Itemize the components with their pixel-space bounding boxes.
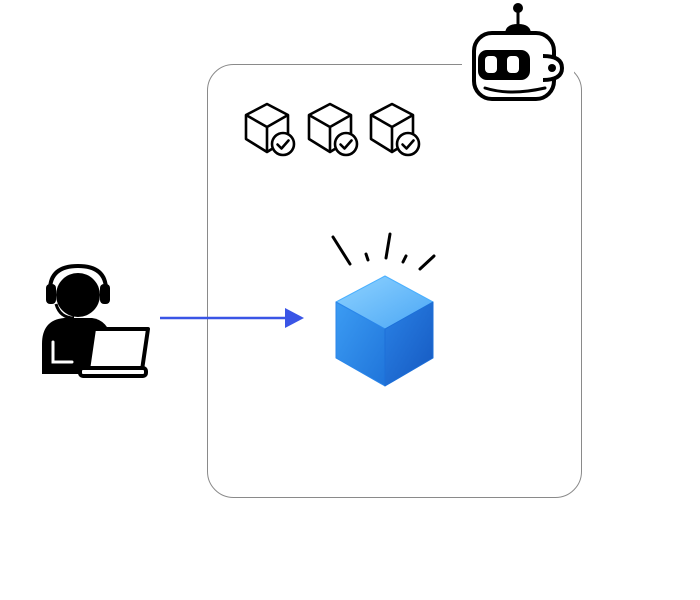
support-agent-laptop-icon: [42, 263, 150, 378]
package-check-icon: [307, 102, 359, 157]
verified-packages: [244, 102, 421, 157]
flow-arrow: [160, 308, 304, 328]
robot-head-icon: [462, 3, 574, 110]
container-boundary: [207, 64, 582, 498]
package-check-icon: [244, 102, 296, 157]
glowing-cube-icon: [335, 275, 434, 387]
package-check-icon: [369, 102, 421, 157]
spark-lines: [331, 232, 436, 271]
